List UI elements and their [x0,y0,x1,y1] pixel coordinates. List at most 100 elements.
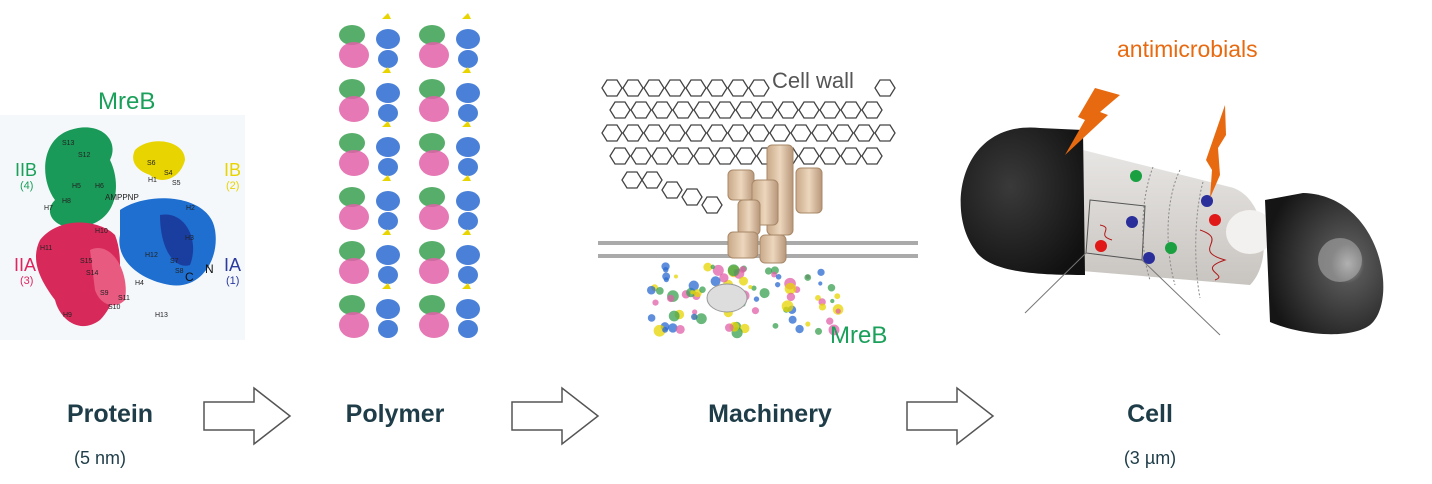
glycan-hexagon [622,79,644,97]
mreb-subunit [675,324,685,334]
glycan-hexagon [840,101,862,119]
glycan-hexagon [706,79,728,97]
glycan-hexagon [714,147,736,165]
arrow-right-icon [203,386,292,446]
mreb-subunit [772,322,779,329]
glycan-hexagon [681,188,703,206]
domain-label-ia: IA [224,255,242,275]
mreb-subunit [724,323,734,332]
structure-element-label: H9 [63,312,72,319]
glycan-hexagon [861,147,883,165]
structure-element-label: S7 [170,258,179,265]
mreb-subunit [828,324,840,336]
protein-name: MreB [98,88,156,115]
antimicrobials-label: antimicrobials [1117,36,1258,62]
n-terminus-label: N [205,262,214,276]
domain-label-iib: IIB [15,160,38,180]
glycan-hexagon [609,101,631,119]
monomer [419,13,480,68]
mreb-subunit [692,309,698,315]
glycan-hexagon [832,124,854,142]
glycan-hexagon [790,124,812,142]
structure-element-label: H13 [155,312,168,319]
glycan-hexagon [727,124,749,142]
mreb-subunit [691,313,698,321]
glycan-hexagon [777,101,799,119]
mreb-subunit [663,267,669,273]
mreb-subunit [826,317,834,325]
arrow-right-icon [511,386,600,446]
monomer [339,229,400,284]
glycan-hexagon [672,147,694,165]
structure-element-label: H12 [145,252,158,259]
glycan-hexagon [706,124,728,142]
glycan-hexagon [874,124,896,142]
mreb-subunit [771,271,777,278]
mreb-subunit [710,276,721,287]
stage-title-polymer: Polymer [345,400,445,428]
monomer [339,121,400,176]
mreb-subunit [663,277,669,283]
mreb-subunit [646,285,656,295]
glycan-hexagon [664,124,686,142]
mreb-subunit [738,276,749,286]
glycan-hexagon [693,147,715,165]
glycan-hexagon [672,101,694,119]
mreb-subunit [827,283,836,292]
glycan-hexagon [701,196,723,214]
mreb-subunit [719,273,729,283]
glycan-hexagon [798,147,820,165]
polymer-filament [339,13,480,338]
lightning-icon [1065,88,1120,155]
glycan-hexagon [664,79,686,97]
mreb-subunit [818,281,823,286]
mreb-subunit [775,274,782,280]
mreb-subunit [834,293,841,300]
domain-number-ib: (2) [226,180,240,192]
glycan-hexagon [685,79,707,97]
mreb-subunit [786,292,796,302]
monomer [339,13,400,68]
glycan-hexagon [748,79,770,97]
glycan-hexagon [756,101,778,119]
glycan-hexagon [798,101,820,119]
mreb-subunit [668,323,678,333]
glycan-hexagon [651,147,673,165]
glycan-hexagon [840,147,862,165]
monomer [339,283,400,338]
glycan-hexagon [601,79,623,97]
stage-title-cell: Cell [1127,400,1173,428]
structure-element-label: H10 [95,228,108,235]
mreb-subunit [652,299,659,306]
mreb-subunit [695,313,707,325]
mreb-subunit [814,327,823,335]
mreb-subunit [764,267,773,275]
glycan-hexagon [622,124,644,142]
mreb-subunit [795,324,804,334]
mreb-subunit [668,310,680,322]
glycan-hexagon [643,124,665,142]
domain-number-ia: (1) [226,275,240,287]
glycan-hexagon [651,101,673,119]
mreb-subunit [710,264,716,270]
monomer [419,121,480,176]
structure-element-label: H3 [185,235,194,242]
structure-element-label: S9 [100,290,109,297]
structure-element-label: H6 [95,183,104,190]
stage-title-protein: Protein [66,400,154,428]
structure-element-label: S10 [108,304,121,311]
monomer [339,67,400,122]
stage-scale-cell: (3 µm) [1123,448,1177,468]
c-terminus-label: C [185,270,194,284]
mreb-subunit [655,286,664,295]
cell-wall-label: Cell wall [772,68,854,93]
mreb-subunit [784,282,797,295]
mreb-subunit [805,321,811,327]
structure-element-label: S8 [175,268,184,275]
structure-element-label: H8 [62,198,71,205]
glycan-hexagon [661,181,683,199]
glycan-hexagon [819,147,841,165]
structure-element-label: S6 [147,160,156,167]
